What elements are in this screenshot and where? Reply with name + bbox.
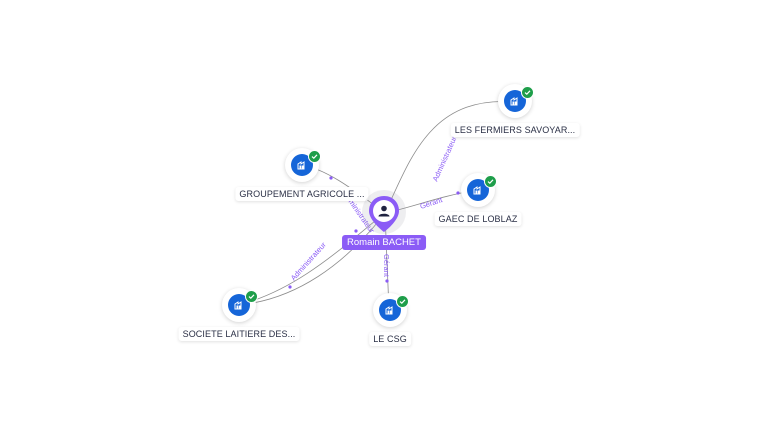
company-label: LE CSG xyxy=(369,332,411,346)
edge-societe-1 xyxy=(237,212,386,306)
edge-label: Gérant xyxy=(419,195,444,211)
verified-check-icon xyxy=(484,175,497,188)
verified-check-icon xyxy=(521,86,534,99)
edge-societe-2 xyxy=(237,212,386,306)
company-icon xyxy=(228,294,250,316)
edge-les-fermiers xyxy=(384,101,516,214)
edge-arrow-dot xyxy=(385,279,389,283)
company-label: SOCIETE LAITIERE DES... xyxy=(178,327,300,341)
company-icon xyxy=(504,90,526,112)
person-name-label: Romain BACHET xyxy=(342,235,426,250)
edge-arrow-dot xyxy=(329,176,333,180)
company-icon xyxy=(291,154,313,176)
verified-check-icon xyxy=(245,290,258,303)
company-label: GROUPEMENT AGRICOLE ... xyxy=(235,187,369,201)
verified-check-icon xyxy=(308,150,321,163)
edge-arrow-dot xyxy=(288,285,292,289)
company-label: LES FERMIERS SAVOYAR... xyxy=(450,123,580,137)
edge-label: Gérant xyxy=(382,254,391,278)
verified-check-icon xyxy=(396,295,409,308)
edge-arrow-dot xyxy=(354,229,358,233)
edge-label: Administrateur xyxy=(431,135,459,183)
company-icon xyxy=(379,299,401,321)
company-label: GAEC DE LOBLAZ xyxy=(434,212,522,226)
edge-arrow-dot xyxy=(456,191,460,195)
person-pin-icon xyxy=(369,196,399,232)
company-icon xyxy=(467,179,489,201)
edge-label: Administrateur xyxy=(289,240,328,282)
